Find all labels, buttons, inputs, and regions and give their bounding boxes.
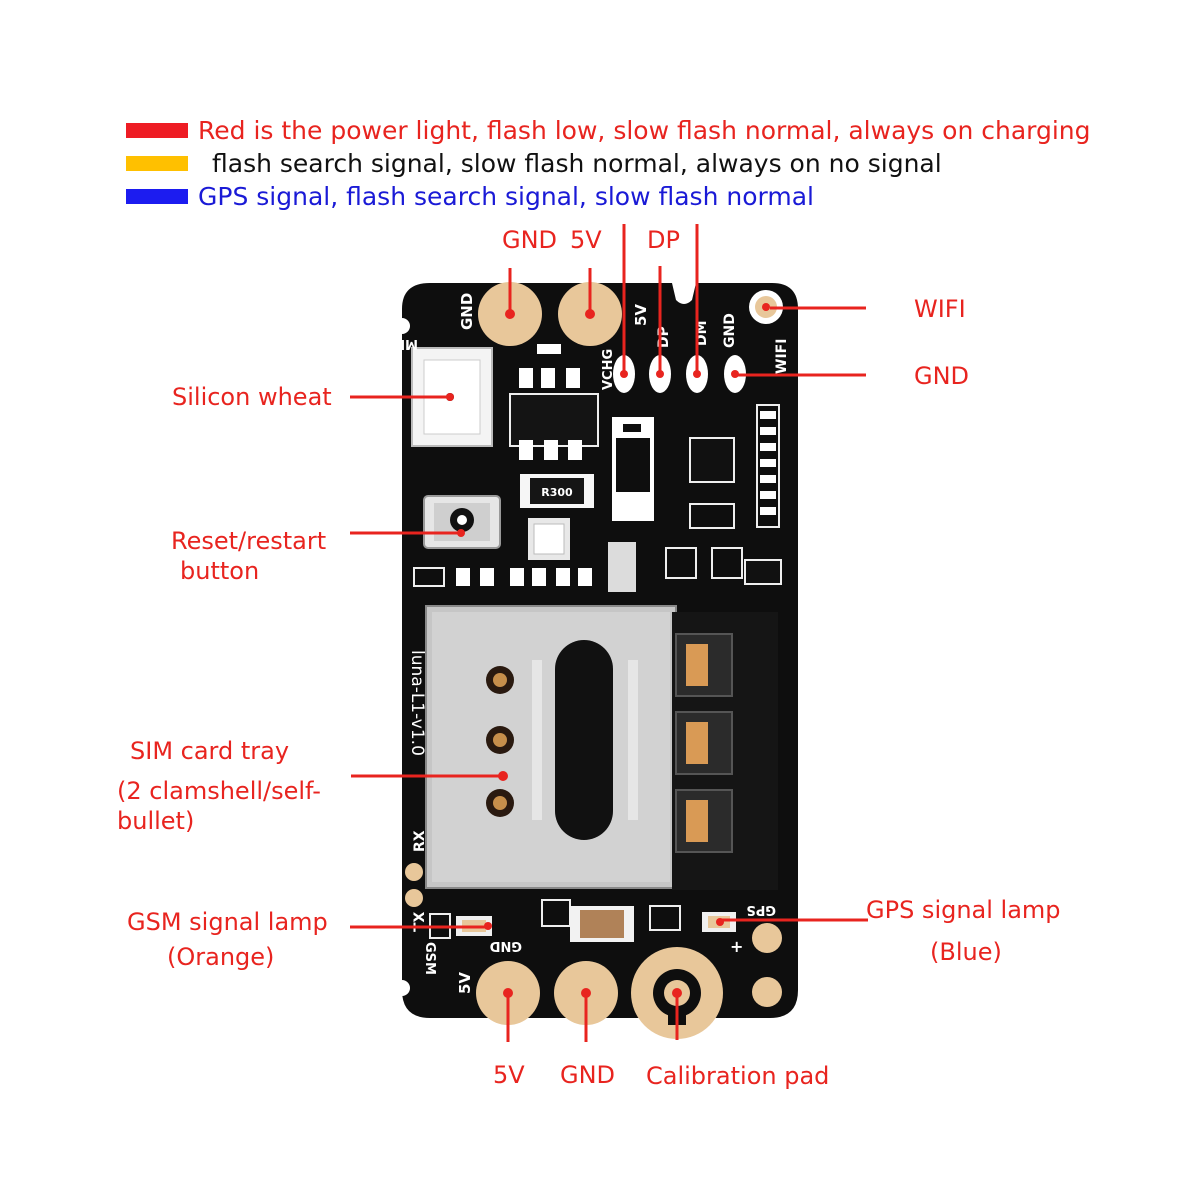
label-gsm-line1: GSM signal lamp	[127, 908, 328, 936]
board-notch-top	[394, 318, 410, 334]
silk-mic: MIC	[391, 336, 418, 351]
legend-text-power: Red is the power light, flash low, slow …	[198, 115, 1091, 145]
label-sim-line3: bullet)	[117, 807, 195, 835]
inductor	[608, 542, 636, 592]
silk-gnd-right: GND	[722, 313, 738, 348]
label-gps-line2: (Blue)	[930, 938, 1002, 966]
label-silicon-wheat: Silicon wheat	[172, 383, 332, 411]
label-top-gnd: GND	[502, 226, 558, 254]
corner-pad-bottom-right	[752, 977, 782, 1007]
silk-gsm: GSM	[422, 942, 437, 975]
regulator-chip	[509, 393, 599, 447]
label-top-dp: DP	[647, 226, 680, 254]
silk-gps: GPS	[746, 902, 776, 917]
silk-vchg: VCHG	[601, 349, 616, 390]
label-sim-line1: SIM card tray	[130, 737, 290, 765]
sim-slot-window	[555, 640, 613, 840]
legend-row-power: Red is the power light, flash low, slow …	[126, 115, 1091, 145]
label-calibration-pad: Calibration pad	[646, 1062, 830, 1090]
silk-gnd-bottom: GND	[489, 938, 522, 953]
resistor-label: R300	[541, 486, 573, 499]
top-5v-pad-dot	[585, 309, 595, 319]
rx-pad	[405, 863, 423, 881]
legend-text-gsm: flash search signal, slow flash normal, …	[212, 148, 942, 178]
board-notch-bottom	[394, 980, 410, 996]
silk-wifi: WIFI	[774, 339, 790, 374]
legend-swatch-red	[126, 122, 188, 138]
label-bottom-gnd: GND	[560, 1061, 616, 1089]
silk-5v-top: 5V	[632, 304, 650, 326]
label-reset-line2: button	[180, 557, 260, 585]
tx-pad	[405, 889, 423, 907]
transistor-right	[689, 437, 735, 483]
label-bottom-5v: 5V	[493, 1061, 525, 1089]
callout-dots	[446, 393, 465, 537]
legend-swatch-blue	[126, 188, 188, 204]
legend-swatch-orange	[126, 155, 188, 171]
label-gsm-line2: (Orange)	[167, 943, 275, 971]
legend-text-gps: GPS signal, flash search signal, slow fl…	[198, 181, 814, 211]
label-sim-line2: (2 clamshell/self-	[117, 777, 321, 805]
legend-row-gps: GPS signal, flash search signal, slow fl…	[126, 181, 814, 211]
silk-rx: RX	[412, 830, 428, 852]
silk-5v-bottom: 5V	[456, 972, 474, 994]
silk-plus: +	[730, 937, 743, 956]
silk-board-id: luna-L1-v1.0	[407, 650, 427, 756]
silk-dp: DP	[656, 326, 672, 348]
label-gps-line1: GPS signal lamp	[866, 896, 1061, 924]
top-gnd-pad-dot	[505, 309, 515, 319]
silk-tx: TX	[412, 911, 428, 932]
label-reset-line1: Reset/restart	[171, 527, 327, 555]
corner-pad-right	[752, 923, 782, 953]
silk-gnd-top: GND	[458, 293, 476, 330]
label-right-gnd: GND	[914, 362, 970, 390]
callout-lines	[350, 224, 868, 1042]
legend-row-gsm: flash search signal, slow flash normal, …	[126, 148, 942, 178]
label-top-5v: 5V	[570, 226, 602, 254]
label-wifi: WIFI	[914, 295, 966, 323]
